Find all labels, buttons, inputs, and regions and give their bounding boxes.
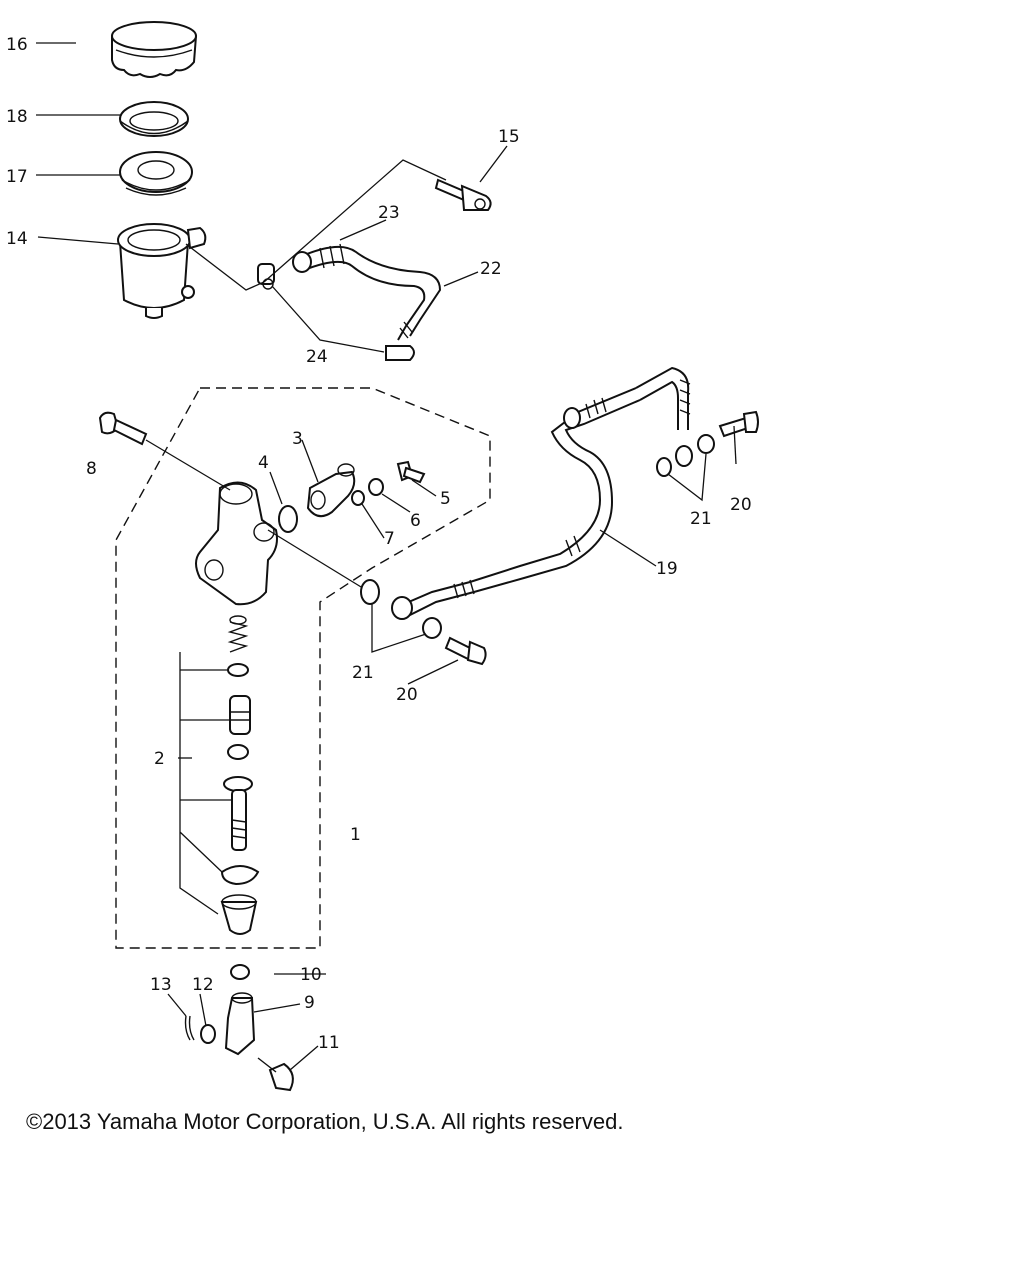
screw-part-5 [396, 460, 426, 484]
hose-end-part-23 [292, 243, 345, 273]
callout-14: 14 [6, 229, 28, 249]
washer-21-upper-bracket [667, 453, 707, 502]
callout-labels: 16 18 17 14 15 23 22 24 3 4 8 5 6 7 19 2… [6, 35, 752, 1053]
reservoir-cap-part-16 [111, 21, 198, 78]
diaphragm-plate-part-18 [119, 101, 189, 137]
copyright-notice: ©2013 Yamaha Motor Corporation, U.S.A. A… [26, 1109, 624, 1134]
callout-20-lower: 20 [396, 685, 418, 705]
washer-part-21-upper-a [656, 457, 672, 477]
circlip-part-2 [220, 865, 260, 886]
washer-part-12 [200, 1024, 216, 1044]
reservoir-part-14 [117, 223, 207, 319]
hose-clip-part-24-upper [257, 263, 275, 290]
parts-diagram: 16 18 17 14 15 23 22 24 3 4 8 5 6 7 19 2… [6, 21, 759, 1092]
bolt-8-axis-line [145, 439, 231, 491]
washer-part-7 [351, 490, 365, 506]
callout-21-lower: 21 [352, 663, 374, 683]
callout-2: 2 [154, 749, 165, 769]
callout-5: 5 [440, 489, 451, 509]
callout-13: 13 [150, 975, 172, 995]
washer-part-21-upper-b [697, 434, 715, 454]
callout-10: 10 [300, 965, 322, 985]
callout-15: 15 [498, 127, 520, 147]
washer-21-lower-bracket [371, 604, 427, 653]
piston-part-2 [229, 695, 251, 735]
assembly-boundary-part-1 [115, 387, 491, 949]
banjo-axis-line [267, 529, 367, 591]
master-cylinder-body [195, 481, 278, 606]
diaphragm-part-17 [119, 151, 193, 196]
callout-4: 4 [258, 453, 269, 473]
cotter-pin-part-13 [184, 1015, 195, 1041]
callout-18: 18 [6, 107, 28, 127]
callout-11: 11 [318, 1033, 340, 1053]
hose-routing-line [185, 159, 447, 291]
dust-boot-part-2 [220, 894, 258, 935]
callout-leaders [36, 42, 737, 1071]
cup-part-2-lower [227, 744, 249, 760]
callout-3: 3 [292, 429, 303, 449]
callout-8: 8 [86, 459, 97, 479]
clevis-part-9 [224, 992, 256, 1056]
callout-6: 6 [410, 511, 421, 531]
banjo-bolt-part-20-upper [718, 410, 759, 438]
callout-1: 1 [350, 825, 361, 845]
union-fitting-part-3 [306, 463, 356, 518]
callout-20-upper: 20 [730, 495, 752, 515]
callout-12: 12 [192, 975, 214, 995]
o-ring-part-4 [278, 505, 298, 533]
callout-19: 19 [656, 559, 678, 579]
push-rod-part-2 [223, 776, 253, 851]
callout-9: 9 [304, 993, 315, 1013]
reservoir-hose-part-22 [301, 245, 442, 341]
clip-pair-leader [271, 285, 385, 353]
bolt-part-8 [98, 411, 148, 446]
nut-part-10 [230, 964, 250, 980]
callout-17: 17 [6, 167, 28, 187]
callout-23: 23 [378, 203, 400, 223]
hose-clip-part-24-lower [385, 321, 415, 361]
callout-16: 16 [6, 35, 28, 55]
bolt-part-15 [434, 178, 492, 211]
internal-parts-bracket [179, 652, 232, 915]
callout-22: 22 [480, 259, 502, 279]
spring-part-2 [227, 615, 249, 653]
banjo-bolt-part-20-lower [444, 636, 487, 666]
cup-part-2-upper [227, 663, 249, 677]
brake-hose-part-19 [391, 366, 693, 620]
washer-part-6 [368, 478, 384, 496]
callout-21-upper: 21 [690, 509, 712, 529]
washer-part-21-lower-b [422, 617, 442, 639]
callout-7: 7 [384, 529, 395, 549]
callout-24: 24 [306, 347, 328, 367]
clevis-pin-part-11 [257, 1057, 294, 1092]
washer-part-21-lower-a [360, 579, 380, 605]
